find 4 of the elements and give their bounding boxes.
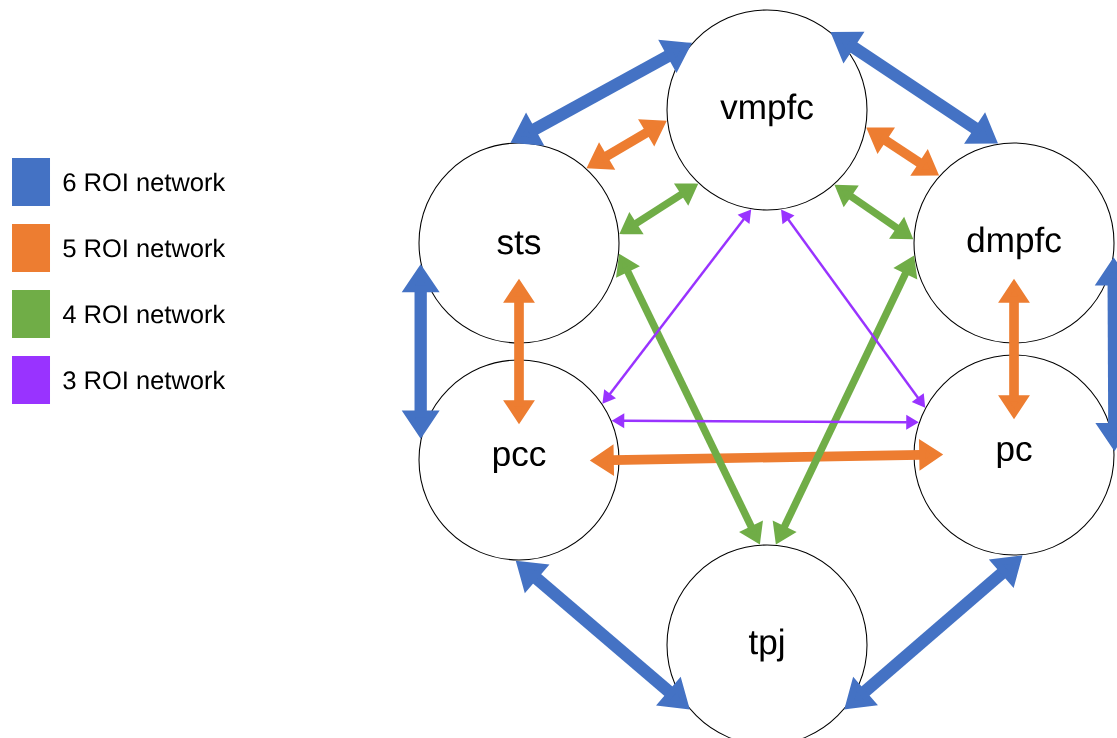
legend-label: 3 ROI network	[63, 370, 226, 390]
legend-label: 6 ROI network	[63, 172, 226, 192]
legend-label: 5 ROI network	[63, 238, 226, 258]
legend-label: 4 ROI network	[62, 304, 226, 324]
